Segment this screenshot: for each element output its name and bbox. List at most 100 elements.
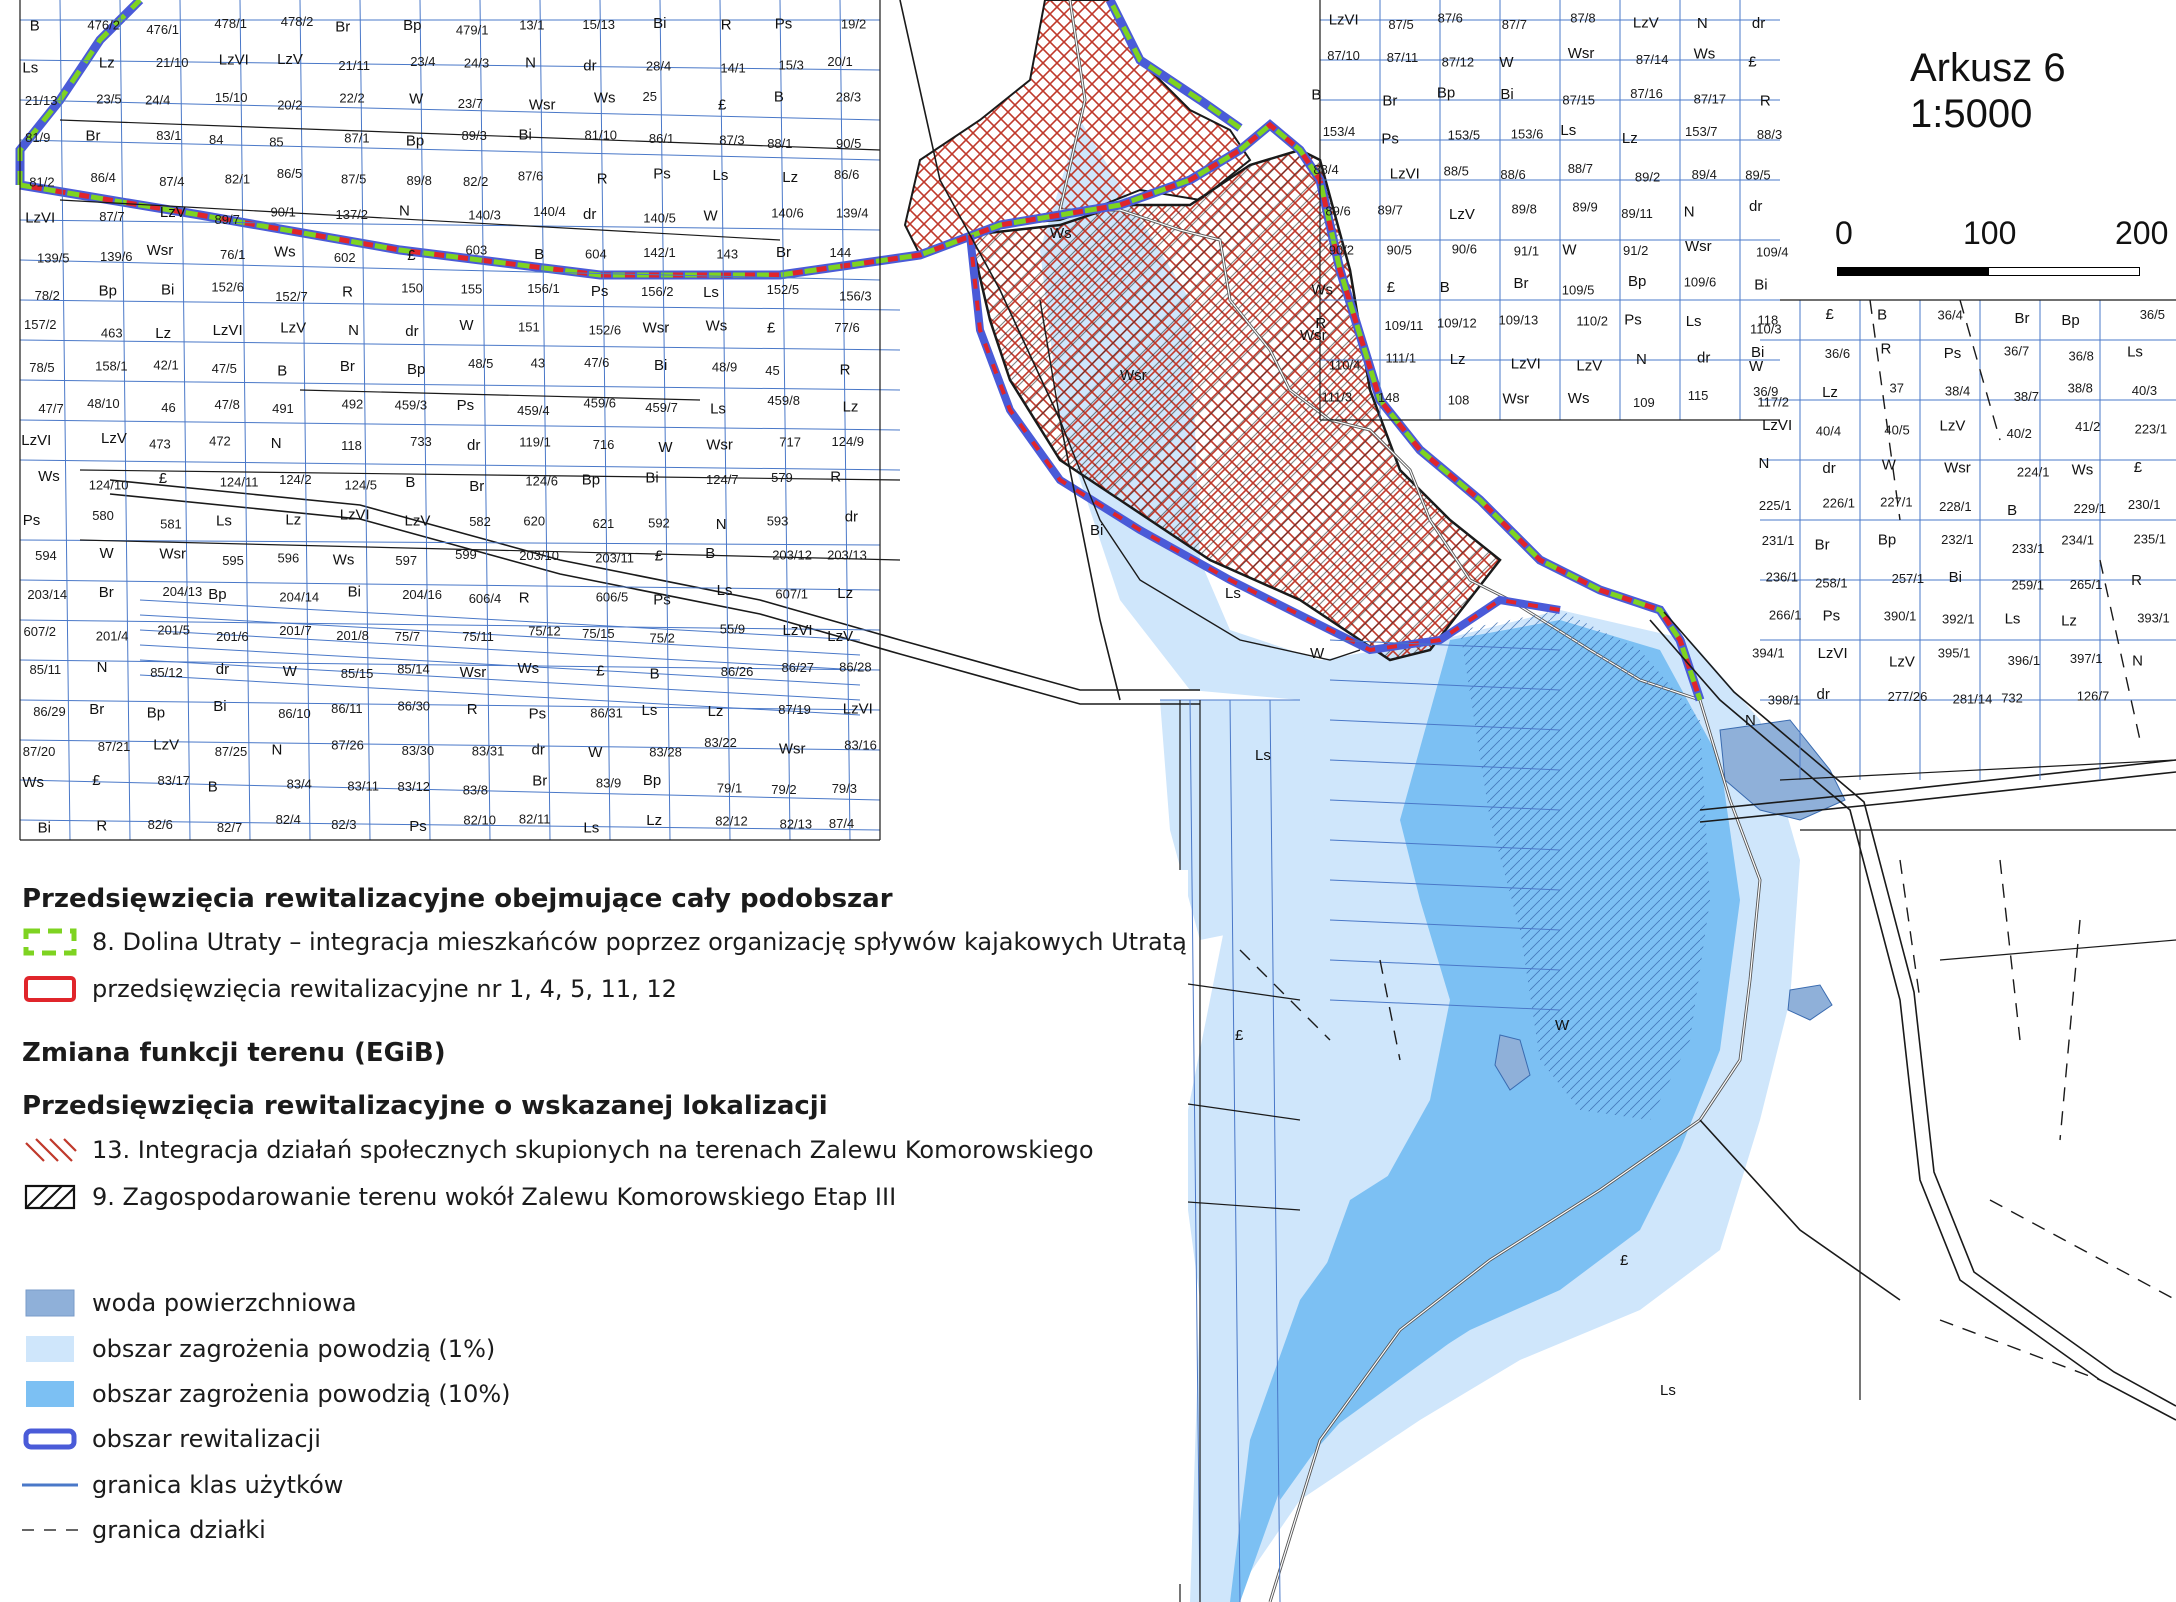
land-use-label: LzV [1889,654,1915,671]
parcel-number-label: 258/1 [1815,575,1848,590]
parcel-number-label: 124/9 [832,434,865,449]
parcel-number-label: 398/1 [1768,693,1801,708]
parcel-number-label: 277/26 [1888,689,1928,704]
land-use-label: B [277,363,287,380]
red-hatch-icon [25,1138,77,1162]
parcel-number-label: 156/3 [839,289,872,304]
land-use-label: Ls [216,512,232,529]
legend-item-flood-10pct: obszar zagrożenia powodzią (10%) [22,1377,511,1411]
parcel-number-label: 124/6 [525,473,558,488]
parcel-number-label: 88/4 [1313,162,1338,177]
parcel-number-label: 606/5 [596,589,629,604]
land-use-label: Bp [582,472,600,489]
parcel-number-label: 14/1 [720,60,745,75]
land-use-label: Ws [333,551,355,568]
parcel-number-label: 82/4 [276,812,301,827]
land-use-label: W [1310,645,1325,662]
parcel-number-label: 459/4 [517,403,550,418]
water-swatch-icon [25,1289,75,1317]
parcel-number-label: 266/1 [1769,607,1802,622]
land-use-label: N [1745,712,1756,729]
legend-label-green-dash: 8. Dolina Utraty – integracja mieszkańcó… [92,928,1187,956]
land-use-label: LzV [1449,206,1475,223]
legend-label-class-border: granica klas użytków [92,1471,344,1499]
land-use-label: Ls [1225,585,1241,602]
parcel-number-label: 85 [269,135,283,150]
land-use-label: R [597,171,608,188]
parcel-number-label: 40/3 [2132,383,2157,398]
land-use-label: dr [467,437,480,454]
parcel-number-label: 459/8 [767,393,800,408]
parcel-number-label: 478/2 [281,14,314,29]
parcel-number-label: 153/4 [1323,124,1356,139]
land-use-label: B [208,779,218,796]
parcel-number-label: 89/6 [1325,204,1350,219]
land-use-label: Ws [274,244,296,261]
land-use-label: Ls [1560,122,1576,139]
parcel-number-label: 394/1 [1752,645,1785,660]
land-use-label: LzVI [340,507,370,524]
parcel-number-label: 87/1 [344,130,369,145]
land-use-label: Ps [1381,131,1399,148]
parcel-number-label: 82/12 [715,814,748,829]
land-use-label: £ [407,247,416,264]
land-use-label: Ps [653,591,671,608]
parcel-number-label: 148 [1378,390,1400,405]
sheet-scale: 1:5000 [1910,92,2033,136]
parcel-number-label: 476/2 [87,17,120,32]
parcel-number-label: 40/2 [2007,426,2032,441]
parcel-number-label: 88/1 [767,136,792,151]
parcel-number-label: 84 [209,132,223,147]
land-use-label: Ps [409,818,427,835]
flood-1pct-swatch-icon [26,1336,74,1362]
parcel-number-label: 86/30 [398,699,431,714]
parcel-number-label: 89/3 [462,128,487,143]
parcel-number-label: 201/4 [96,629,129,644]
parcel-number-label: 158/1 [95,359,128,374]
parcel-number-label: 85/12 [150,665,183,680]
land-use-label: Wsr [1568,45,1595,62]
land-use-label: Lz [1622,130,1638,147]
land-use-label: LzV [160,204,186,221]
land-use-label: Ws [594,90,616,107]
land-use-label: Br [89,701,104,718]
parcel-number-label: 25 [643,89,657,104]
parcel-number-label: 15/10 [215,90,248,105]
land-use-label: Br [469,478,484,495]
land-use-label: £ [767,319,776,336]
parcel-number-label: 87/21 [98,739,131,754]
parcel-number-label: 86/27 [782,660,815,675]
land-use-label: Lz [1822,384,1838,401]
land-use-label: B [774,89,784,106]
parcel-number-label: 604 [585,247,607,262]
parcel-number-label: 86/6 [834,167,859,182]
parcel-number-label: 88/3 [1757,127,1782,142]
land-use-label: LzVI [1390,166,1420,183]
parcel-number-label: 87/25 [215,744,248,759]
parcel-number-label: 88/7 [1568,161,1593,176]
land-use-label: LzV [280,320,306,337]
parcel-number-label: 46 [161,400,175,415]
parcel-number-label: 235/1 [2134,531,2167,546]
revitalization-boundary-red [19,121,1703,701]
land-use-label: LzVI [1511,356,1541,373]
land-use-label: B [405,474,415,491]
parcel-number-label: 607/2 [24,624,57,639]
parcel-number-label: 109/11 [1385,318,1424,333]
land-use-label: B [650,665,660,682]
parcel-number-label: 717 [779,434,801,449]
parcel-number-label: 81/10 [585,127,618,142]
parcel-number-label: 228/1 [1939,499,1972,514]
parcel-number-label: 87/5 [341,172,366,187]
parcel-number-label: 45 [765,363,779,378]
land-use-label: £ [655,548,664,565]
parcel-number-label: 579 [771,470,793,485]
parcel-number-label: 259/1 [2012,577,2045,592]
land-use-label: LzVI [783,622,813,639]
parcel-number-label: 20/1 [827,54,852,69]
parcel-number-label: 153/5 [1448,128,1481,143]
legend-label-flood-1pct: obszar zagrożenia powodzią (1%) [92,1335,496,1363]
parcel-number-label: 153/6 [1511,127,1544,142]
blue-outline-rectangle-icon [23,1428,77,1450]
parcel-number-label: 86/10 [278,706,311,721]
